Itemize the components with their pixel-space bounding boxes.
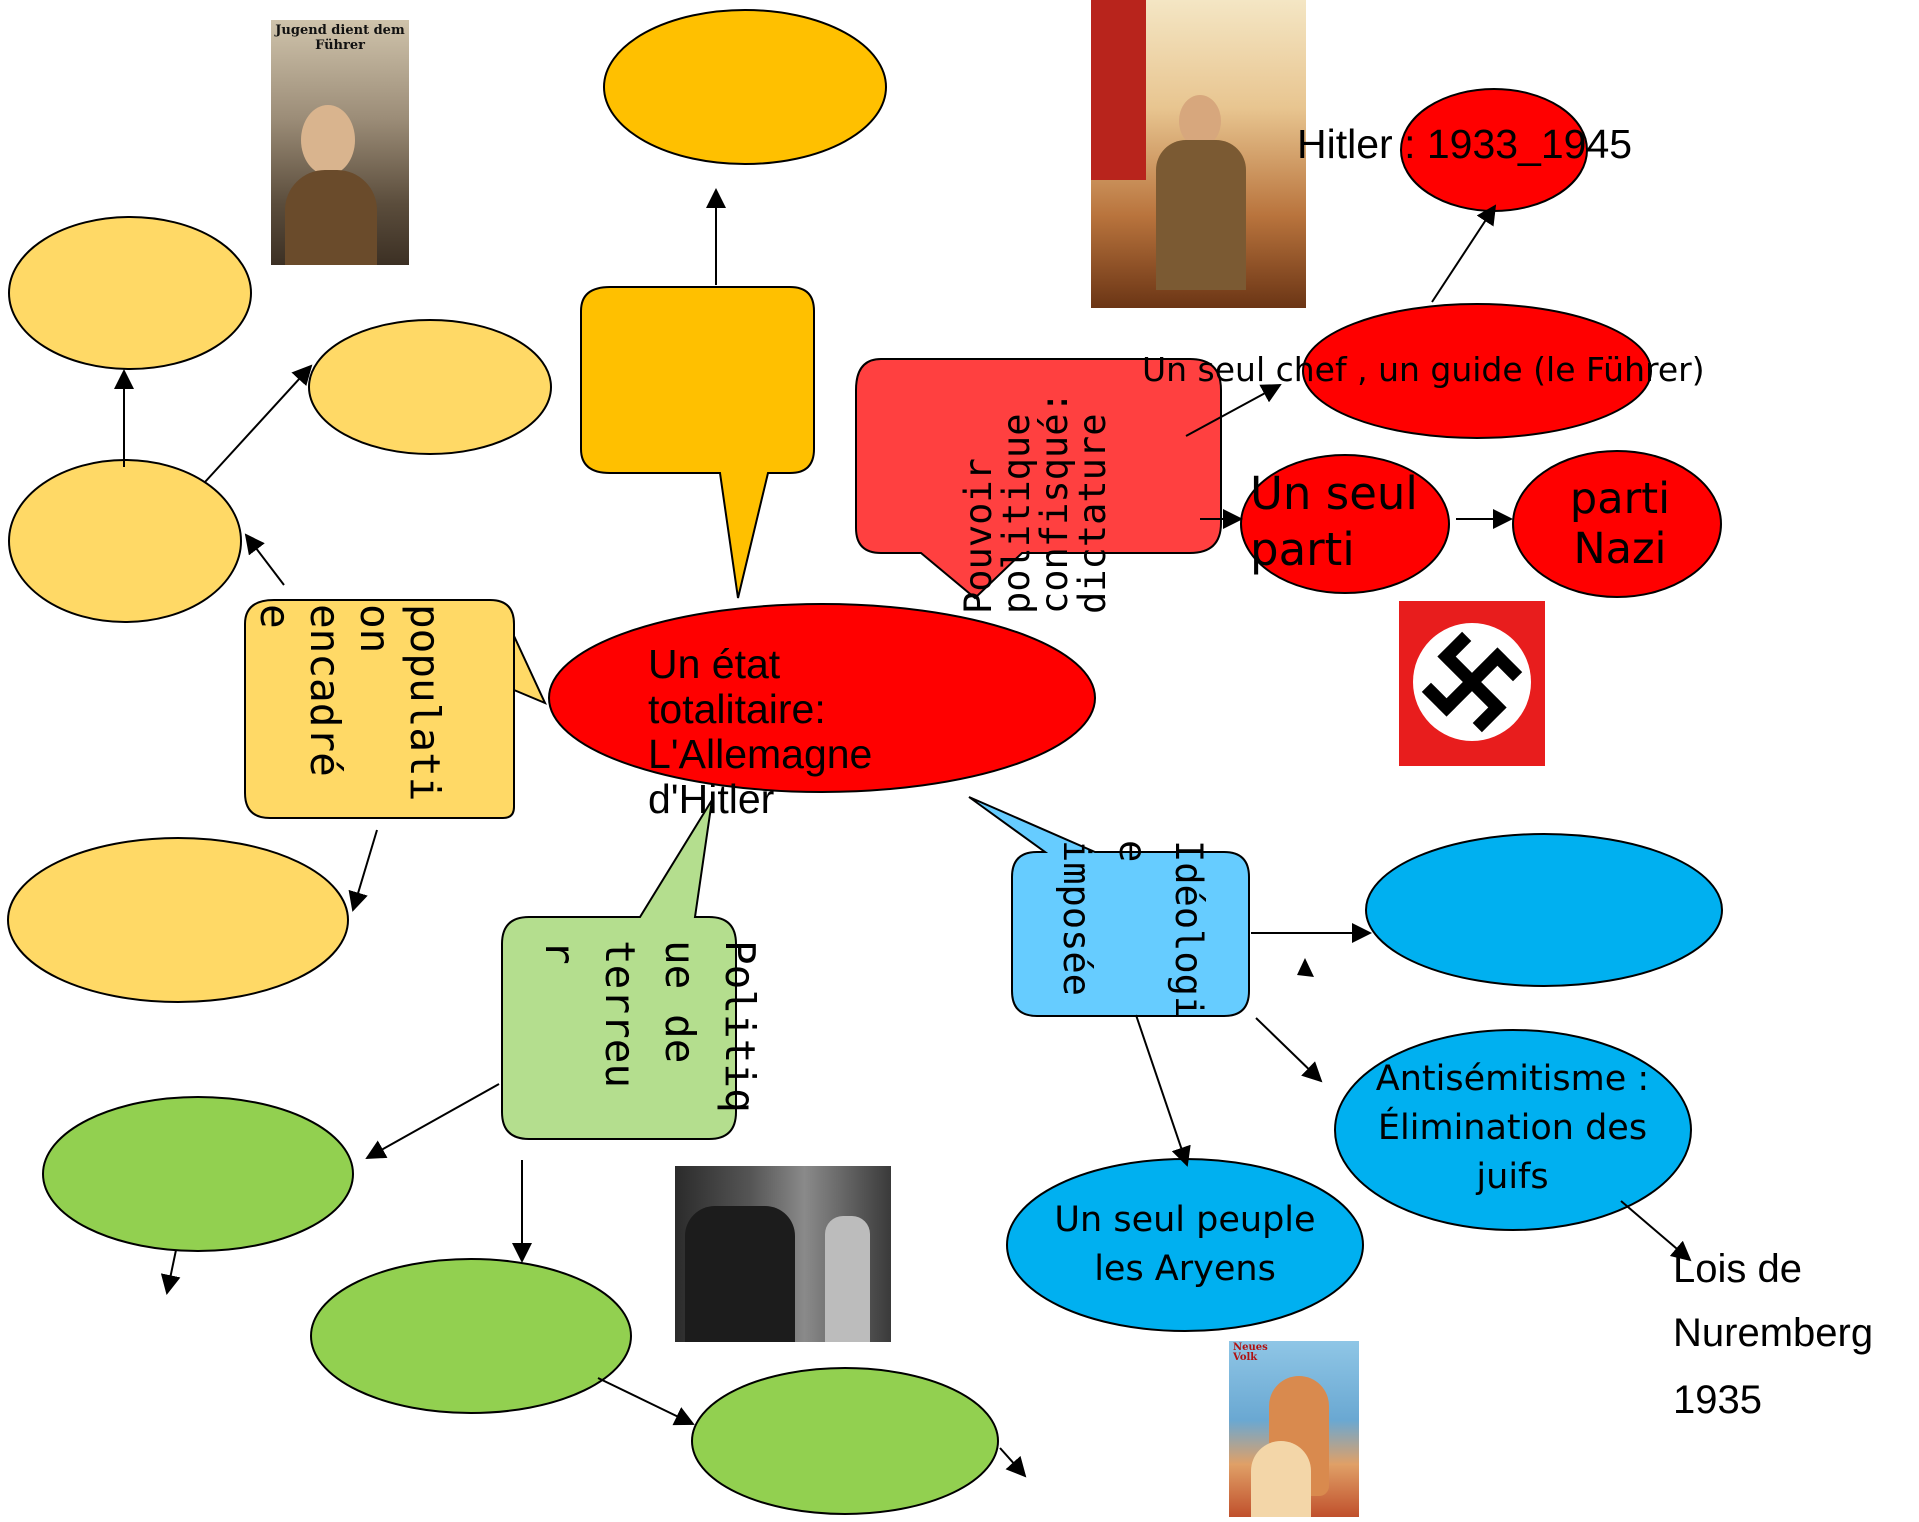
camp-photo-officers xyxy=(685,1206,795,1342)
terreur-bubble xyxy=(501,799,737,1140)
empty-yellow-ellipse-upper-right xyxy=(308,319,552,455)
empty-yellow-ellipse-bottom xyxy=(7,837,349,1003)
amber-bubble xyxy=(580,286,815,599)
camp-photo-image xyxy=(675,1166,891,1342)
poster-youth-uniform xyxy=(285,170,377,265)
population-bubble xyxy=(244,599,547,819)
poster-figure-body xyxy=(1156,140,1246,290)
center-ellipse xyxy=(548,603,1096,793)
empty-blue-ellipse xyxy=(1365,833,1723,987)
chef-ellipse xyxy=(1302,303,1652,439)
parti-nazi-text: parti Nazi xyxy=(1569,474,1671,574)
empty-green-ellipse-right xyxy=(691,1367,999,1515)
swastika-flag-image xyxy=(1399,601,1545,766)
poster-family-woman xyxy=(1251,1441,1311,1517)
poster-figure-head xyxy=(1179,95,1221,147)
lois-year-text: 1935 xyxy=(1673,1378,1762,1422)
un-seul-parti-text: Un seul parti xyxy=(1250,467,1418,576)
poster-flag xyxy=(1091,0,1146,180)
chef-text: Un seul chef , un guide (le Führer) xyxy=(1142,350,1705,389)
empty-green-ellipse-mid xyxy=(310,1258,632,1414)
hitler-dates-text: Hitler : 1933_1945 xyxy=(1297,121,1633,167)
terreur-label: Politiq ue de terreu r xyxy=(536,940,764,1113)
antisemitisme-text: Antisémitisme : Élimination des juifs xyxy=(1375,1059,1650,1197)
empty-green-ellipse-left xyxy=(42,1096,354,1252)
pouvoir-bubble xyxy=(855,358,1222,600)
un-seul-peuple-text: Un seul peuple les Aryens xyxy=(1054,1200,1316,1289)
empty-yellow-ellipse-top xyxy=(8,216,252,370)
center-title: Un état totalitaire: L'Allemagne d'Hitle… xyxy=(648,641,873,822)
poster-youth-face xyxy=(301,105,355,175)
empty-yellow-ellipse-mid xyxy=(8,459,242,623)
ideologie-label: Idéologi e imposée xyxy=(1055,840,1210,1019)
ideologie-bubble xyxy=(968,796,1250,1017)
swastika-icon xyxy=(1421,631,1523,733)
lois-nuremberg-text: Lois de Nuremberg xyxy=(1673,1247,1874,1355)
pouvoir-label: Pouvoir politique confisqué: dictature xyxy=(957,391,1114,614)
poster-hitler-image xyxy=(1091,0,1306,308)
population-label: populati on encadré e xyxy=(251,604,449,802)
poster-family-caption: Neues Volk xyxy=(1233,1342,1268,1363)
stray-arrowhead xyxy=(1297,958,1314,977)
empty-amber-ellipse xyxy=(603,9,887,165)
poster-family-image: Neues Volk xyxy=(1229,1341,1359,1517)
camp-photo-prisoner xyxy=(825,1216,870,1342)
antisemitisme-ellipse xyxy=(1334,1029,1692,1231)
parti-nazi-ellipse xyxy=(1512,450,1722,598)
poster-youth-image: Jugend dient dem Führer xyxy=(271,20,409,265)
poster-youth-caption: Jugend dient dem Führer xyxy=(275,23,405,53)
